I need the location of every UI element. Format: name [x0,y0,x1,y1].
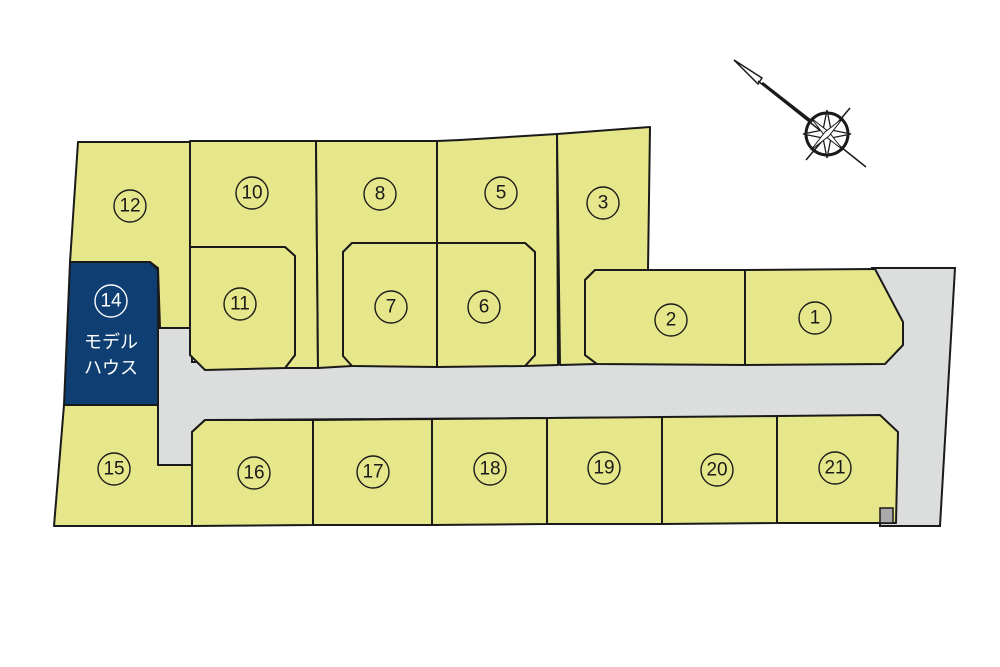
lot-labels: 12 10 8 5 3 11 7 6 2 1 14 モデル ハウス 15 16 … [84,176,852,490]
lot-label-17: 17 [362,462,383,483]
lot-16[interactable] [191,419,314,527]
lot-label-8: 8 [375,184,386,205]
utility-box [879,507,894,524]
lot-label-12: 12 [119,196,140,217]
lot-label-7: 7 [386,297,397,318]
lot-label-14: 14 [100,291,122,312]
lot-1[interactable] [744,268,904,366]
lot-6[interactable] [436,242,536,368]
north-compass-icon [733,59,867,168]
lot-label-11: 11 [230,294,250,315]
lot-21[interactable] [776,414,899,524]
lot-label-10: 10 [241,183,262,204]
lot-label-21: 21 [824,458,845,479]
lot-14-model-house[interactable] [63,261,159,406]
model-house-label-line2: ハウス [84,358,138,379]
lot-label-1: 1 [810,308,821,329]
lot-label-15: 15 [103,459,124,480]
lot-label-2: 2 [666,310,677,331]
lot-label-3: 3 [598,193,609,214]
lot-label-18: 18 [479,459,500,480]
lot-label-19: 19 [593,458,614,479]
lot-label-20: 20 [706,460,727,481]
lot-label-5: 5 [496,183,507,204]
lot-label-6: 6 [479,297,490,318]
lot-11[interactable] [189,246,296,371]
model-house-label-line1: モデル [84,332,138,353]
lot-label-16: 16 [243,463,264,484]
